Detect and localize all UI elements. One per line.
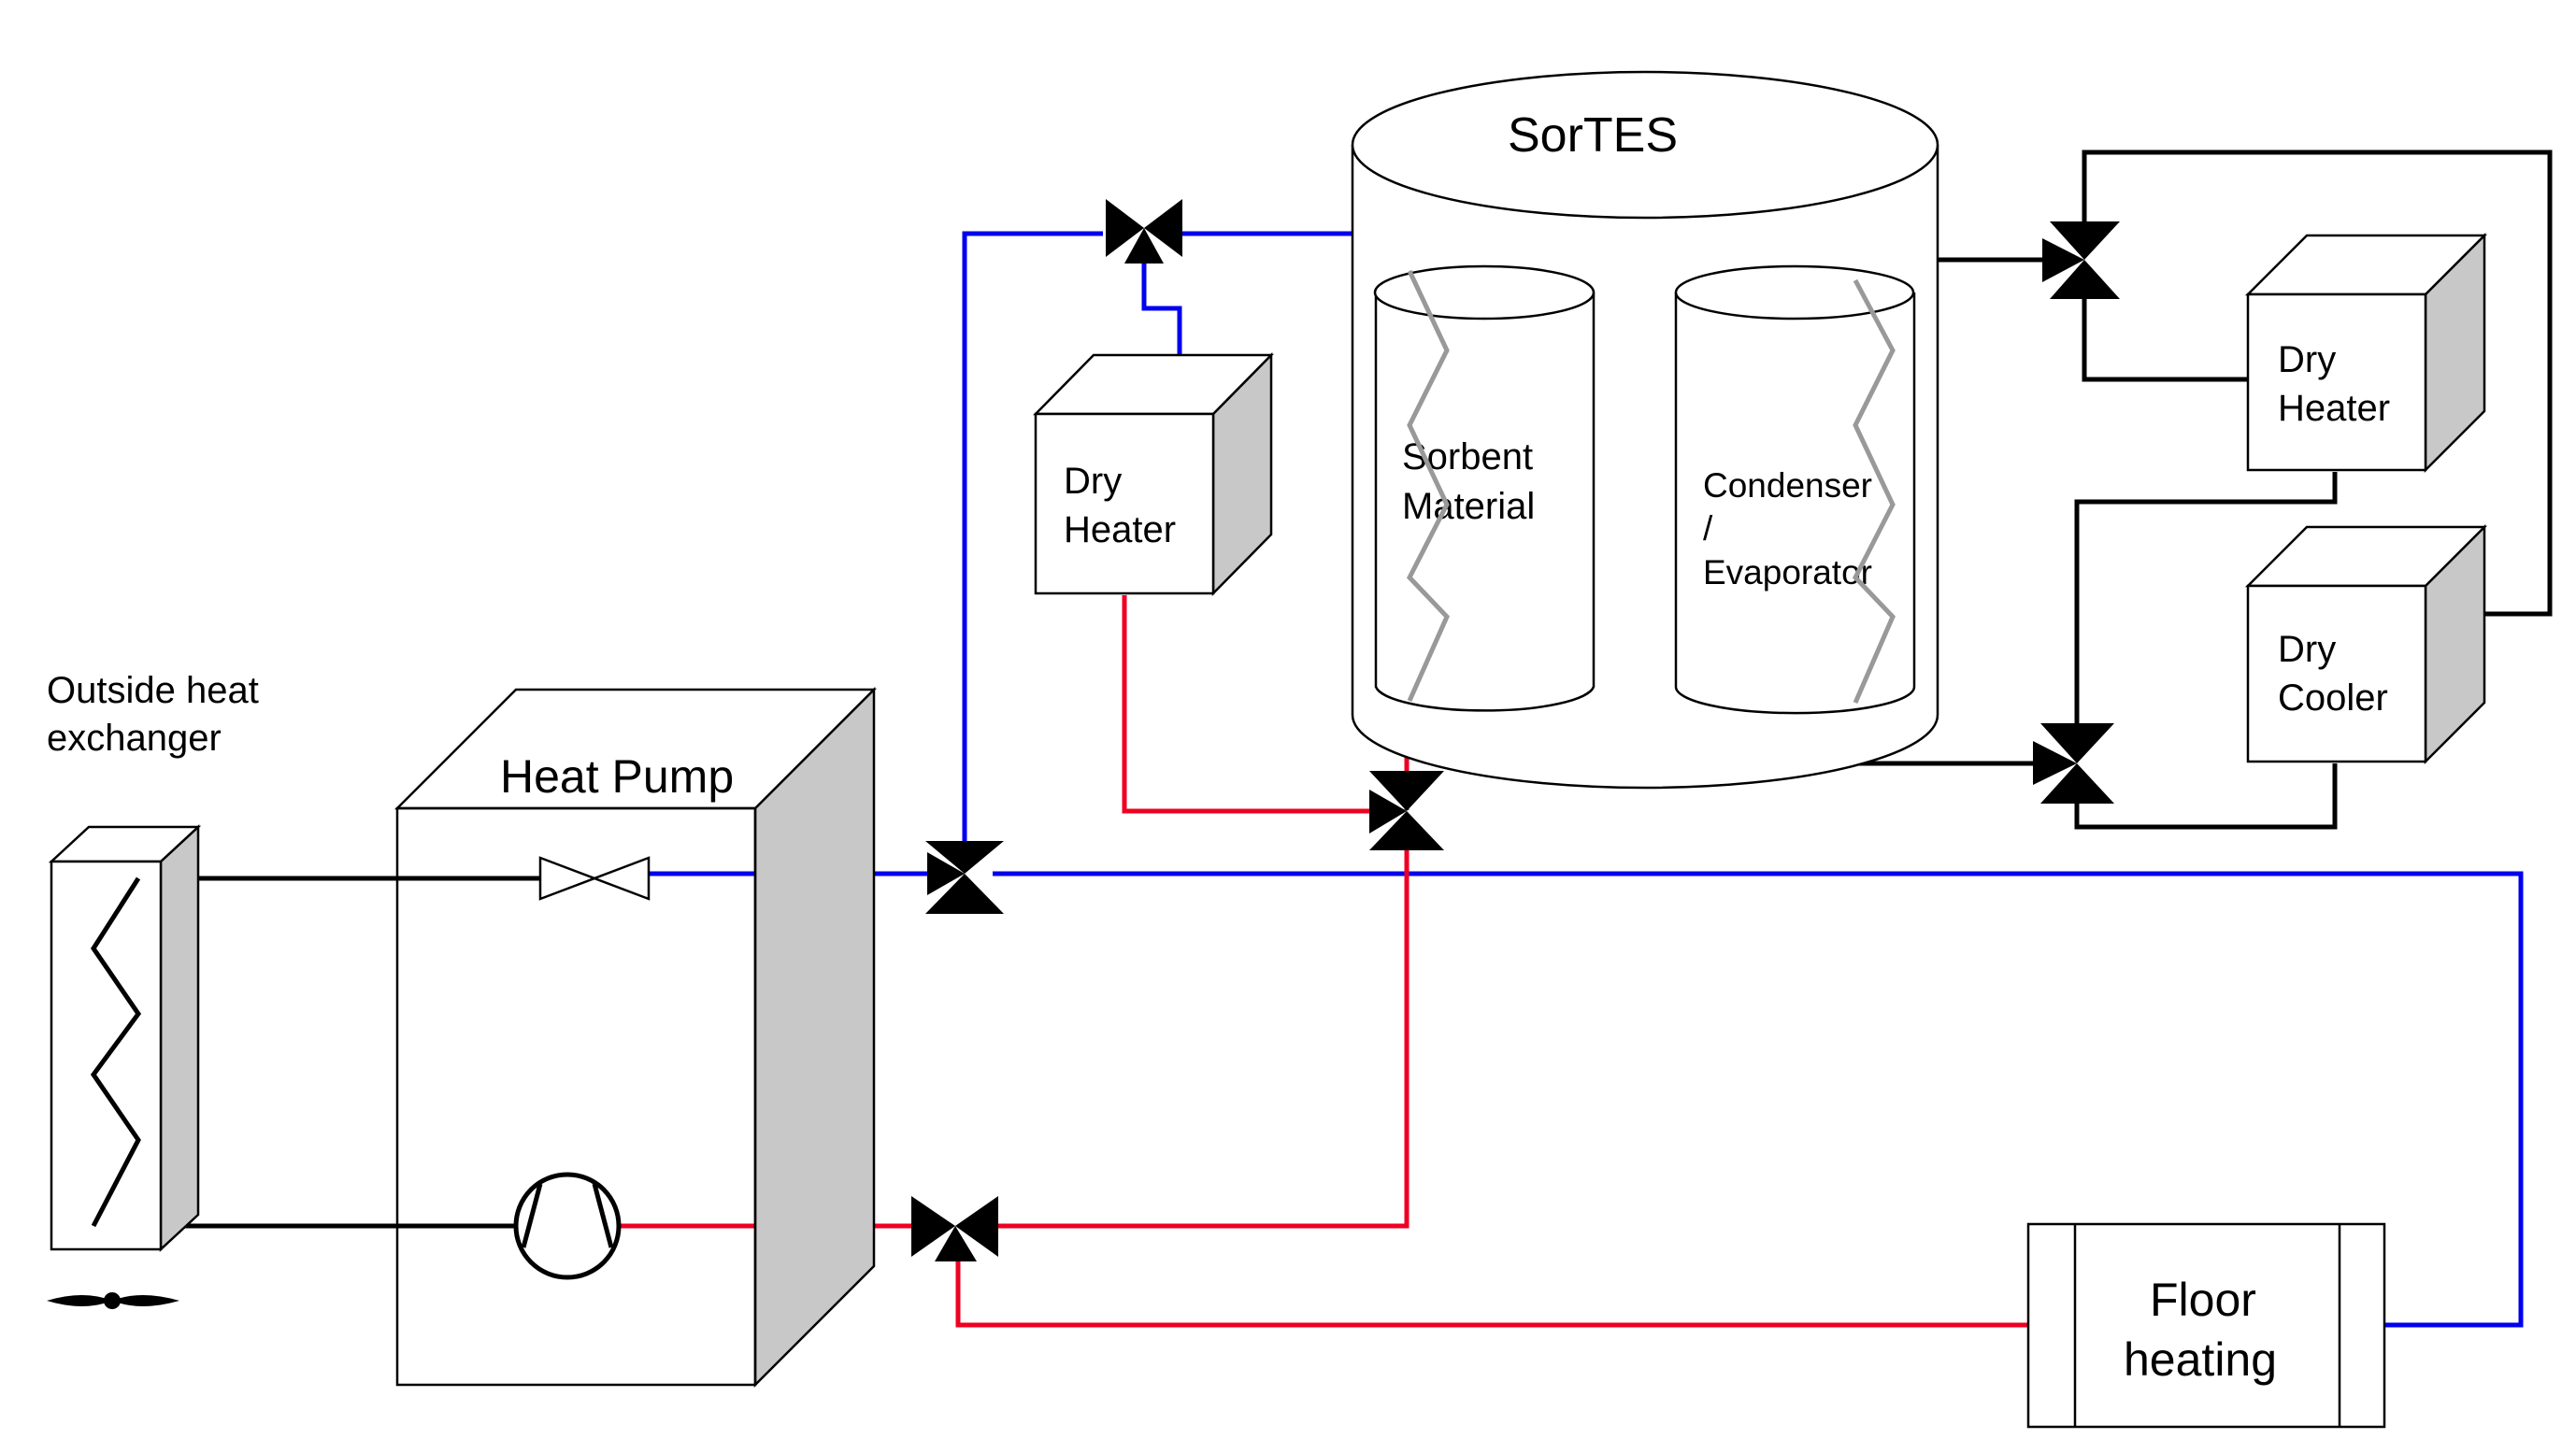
heat-pump-label: Heat Pump xyxy=(500,750,734,803)
dry-heater-2-label-line2: Heater xyxy=(2278,388,2390,429)
dry-cooler-front xyxy=(2246,584,2427,763)
condenser-label-line2: / xyxy=(1703,509,1713,548)
dry-heater-1-label-line2: Heater xyxy=(1064,509,1176,550)
sortes-tank: SorTES Sorbent Material Condenser / Evap… xyxy=(1351,70,1939,790)
pipe-dryheater1-to-top xyxy=(1141,257,1182,355)
pipe-dryheater1-to-valve xyxy=(1122,595,1374,814)
sorbent-coil xyxy=(1406,269,1450,703)
dry-cooler-label-line2: Cooler xyxy=(2278,677,2388,719)
heat-pump-side-face xyxy=(753,686,876,1389)
floor-heating-box xyxy=(2026,1222,2386,1429)
dry-cooler-label-line1: Dry xyxy=(2278,629,2336,670)
floor-heating-label-line2: heating xyxy=(2124,1333,2277,1386)
heat-pump: Heat Pump xyxy=(394,686,878,1389)
sorbent-label-line2: Material xyxy=(1402,486,1535,527)
pipe-cooler-to-valve-bottom xyxy=(2074,763,2338,830)
ohx-side-face xyxy=(159,824,200,1252)
dry-heater-2: Dry Heater xyxy=(2244,232,2488,474)
condenser-evaporator-cylinder: Condenser / Evaporator xyxy=(1674,264,1916,715)
dry-cooler: Dry Cooler xyxy=(2244,523,2488,765)
ohx-label-line2: exchanger xyxy=(47,718,222,759)
valve-condenser-bottom-icon xyxy=(2033,723,2114,804)
dry-heater-2-label-line1: Dry xyxy=(2278,339,2336,380)
pipe-main-to-floor xyxy=(993,871,2524,1328)
ohx-label-line1: Outside heat xyxy=(47,670,259,711)
dry-heater-1-label-line1: Dry xyxy=(1064,461,1122,502)
sorbent-material-cylinder: Sorbent Material xyxy=(1373,264,1596,712)
pipe-valve-to-sortes xyxy=(993,850,1410,1229)
valve-condenser-top-icon xyxy=(2042,221,2120,299)
compressor-icon xyxy=(513,1172,622,1280)
valve-bottom-red-icon xyxy=(911,1196,998,1261)
fan-icon xyxy=(47,1292,179,1309)
floor-heating-label-line1: Floor xyxy=(2150,1274,2256,1326)
pipe-valve-top-to-loop xyxy=(2082,150,2553,617)
valve-sortes-red-icon xyxy=(1369,771,1444,850)
heat-pump-front-face xyxy=(395,806,757,1387)
sortes-label: SorTES xyxy=(1508,108,1678,163)
expansion-valve-icon xyxy=(538,856,651,901)
sortes-top xyxy=(1351,70,1939,220)
dry-heater-2-front xyxy=(2246,292,2427,472)
condenser-coil xyxy=(1852,278,1896,704)
pipe-valve-top-to-heater2 xyxy=(2082,299,2248,382)
floor-heating: Floor heating xyxy=(2026,1222,2386,1429)
pipe-heater2-to-valve-bottom xyxy=(2074,472,2338,723)
condenser-label-line3: Evaporator xyxy=(1703,553,1872,591)
sorbent-label-line1: Sorbent xyxy=(1402,436,1533,477)
dry-heater-1: Dry Heater xyxy=(1033,351,1274,597)
black-pipes xyxy=(93,150,2553,1229)
dry-heater-1-front xyxy=(1034,412,1215,595)
pipe-valve-up-to-top xyxy=(962,231,1103,852)
pipe-floor-to-valve xyxy=(955,1257,2028,1328)
outside-heat-exchanger: Outside heat exchanger xyxy=(47,670,259,1309)
ohx-coil xyxy=(90,876,142,1228)
valve-top-icon xyxy=(1106,199,1182,264)
condenser-label-line1: Condenser xyxy=(1703,466,1872,505)
valve-main-blue-icon xyxy=(925,841,1004,914)
